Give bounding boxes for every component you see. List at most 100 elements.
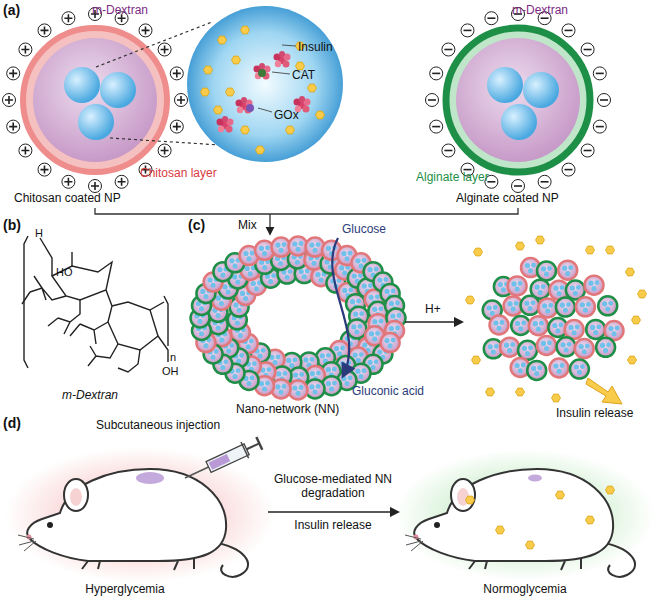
insulin-molecule [472,356,481,364]
panel-letter: (c) [188,218,205,232]
alginate-nanoparticle [570,360,589,379]
chitosan-nanoparticle [500,338,519,357]
chitosan-nanoparticle [529,316,548,335]
chemical-structure [22,236,168,372]
minus-charge [581,43,594,56]
plus-charge [38,163,51,176]
structure-name: m-Dextran [62,388,118,402]
minus-charge [442,144,455,157]
insulin-molecule [204,66,213,74]
chitosan-nanoparticle [490,316,509,335]
alginate-nanoparticle [537,261,556,280]
insulin-molecule [466,496,475,504]
panel-letter: (a) [3,3,20,17]
insulin-molecule [286,126,295,134]
procedure-label: Subcutaneous injection [96,418,220,432]
atom-label: HO [56,265,73,279]
chitosan-nanoparticle [585,276,604,295]
insulin-molecule [486,388,495,396]
insulin-molecule [586,516,595,524]
plus-charge [3,94,16,107]
alginate-nanoparticle [521,296,540,315]
plus-charge [115,175,128,188]
minus-charge [538,175,551,188]
atom-label: n [170,350,176,364]
process-label: Insulin release [294,518,371,532]
insulin-molecule [256,146,265,154]
insulin-molecule [516,388,525,396]
gox-enzyme [246,104,254,112]
insulin-molecule [226,88,235,96]
state-label: Hyperglycemia [85,582,164,596]
plus-charge [62,12,75,25]
minus-charge [598,94,611,107]
release-label: Insulin release [556,406,633,420]
process-label: Glucose-mediated NN degradation [263,472,403,500]
chitosan-nanoparticle [537,336,556,355]
insulin-molecule [474,248,483,256]
alginate-nanoparticle [596,338,615,357]
minus-charge [426,94,439,107]
chitosan-nanoparticle [558,261,577,280]
enzyme-cluster [254,63,271,80]
alginate-nanoparticle [598,296,617,315]
component-label: CAT [292,68,315,82]
plus-charge [7,67,20,80]
plus-charge [89,180,102,193]
insulin-molecule [638,290,647,298]
plus-charge [170,67,183,80]
plus-charge [170,120,183,133]
chitosan-nanoparticle [550,359,569,378]
insulin-molecule [632,316,641,324]
insulin-molecule [232,56,241,64]
chitosan-nanoparticle [508,276,527,295]
plus-charge [19,144,32,157]
minus-charge [430,67,443,80]
plus-charge [19,43,32,56]
alginate-nanoparticle [556,298,575,317]
insulin-molecule [628,356,637,364]
particle-label: Chitosan coated NP [14,191,121,205]
alginate-nanoparticle [347,319,366,338]
insulin-molecule [526,541,535,549]
minus-charge [461,24,474,37]
alginate-nanoparticle [511,316,530,335]
chitosan-nanoparticle [538,298,557,317]
plus-charge [139,24,152,37]
structure-label: Nano-network (NN) [236,402,339,416]
chitosan-nanoparticle [576,297,595,316]
step-label: Mix [238,218,257,232]
alginate-nanoparticle [586,320,605,339]
particle-label: Alginate coated NP [456,191,559,205]
panel-letter: (b) [3,218,21,232]
layer-label: Alginate layer [416,170,489,184]
minus-charge [562,24,575,37]
component-label: m-Dextran [92,3,148,17]
component-label: Insulin [298,40,333,54]
panel-letter: (d) [3,416,21,430]
substance-label: Gluconic acid [352,384,424,398]
insulin-molecule [308,84,317,92]
minus-charge [430,120,443,133]
enzyme-cluster [217,116,234,133]
enzyme-cluster [274,51,291,68]
insulin-molecule [606,246,615,254]
substance-label: Glucose [342,222,386,236]
state-label: Normoglycemia [483,582,566,596]
plus-charge [158,144,171,157]
insulin-molecule [214,106,223,114]
component-label: m-Dextran [512,3,568,17]
insulin-molecule [606,486,615,494]
atom-label: OH [162,364,179,378]
plus-charge [158,43,171,56]
insulin-molecule [218,36,227,44]
syringe-icon [181,435,263,486]
plus-charge [38,24,51,37]
insulin-molecule [556,491,565,499]
plus-charge [62,175,75,188]
insulin-molecule [201,88,210,96]
minus-charge [512,180,525,193]
insulin-molecule [536,236,545,244]
insulin-molecule [241,26,250,34]
